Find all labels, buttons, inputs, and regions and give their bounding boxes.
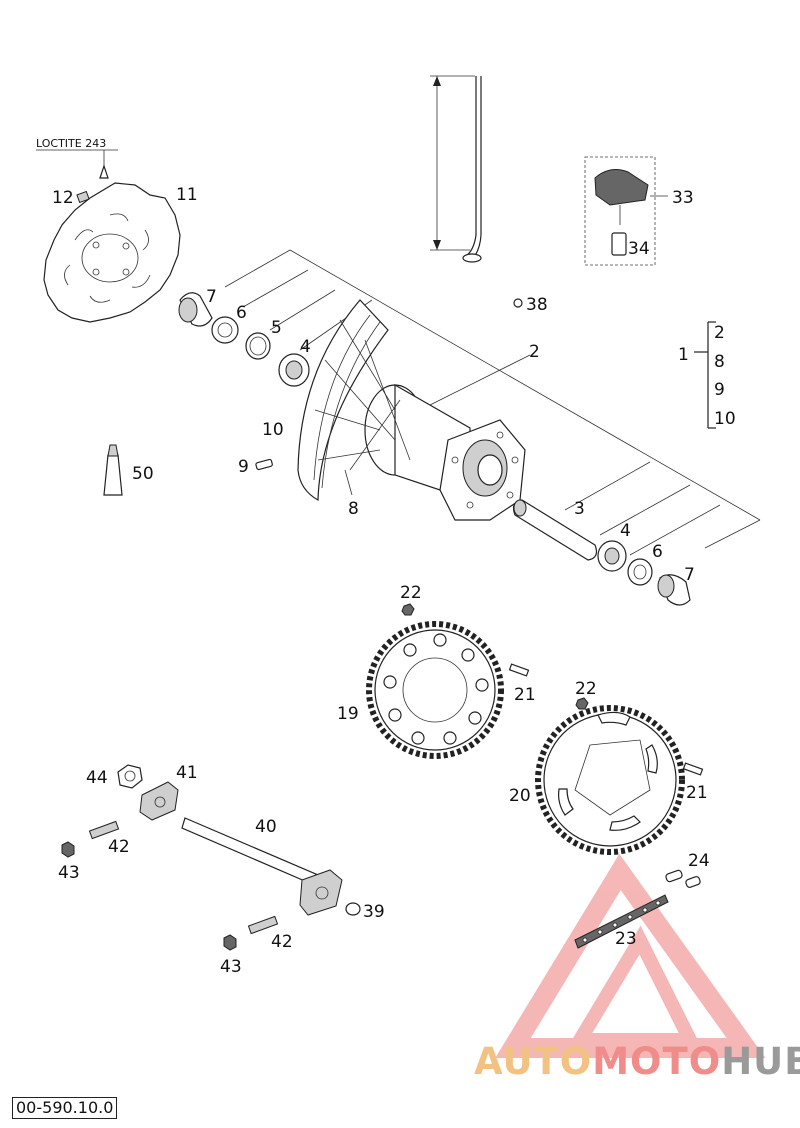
label-43-upper: 43 [58, 863, 80, 883]
rim-lock-50 [103, 444, 123, 496]
adjuster-screw-42-lower [247, 915, 279, 935]
loctite-note [36, 149, 118, 179]
nut-43-upper [61, 841, 75, 858]
shaft-seal-6-right [627, 558, 653, 586]
circlip-5 [245, 332, 271, 360]
label-group-9: 9 [714, 380, 725, 400]
label-9: 9 [238, 457, 249, 477]
label-12: 12 [52, 188, 74, 208]
label-19: 19 [337, 704, 359, 724]
spacer-39 [345, 902, 361, 916]
leader-8 [344, 469, 353, 496]
document-code: 00-590.10.0 [12, 1097, 118, 1119]
valve-box [584, 156, 668, 266]
sprocket-19 [366, 621, 504, 759]
leader-lines-lower [564, 461, 721, 556]
nut-22-lower [575, 697, 589, 710]
sprocket-20 [535, 705, 685, 855]
distance-tube-3 [512, 499, 598, 561]
wheel-spindle-40 [181, 817, 343, 916]
chain-link-24 [665, 869, 701, 888]
label-38: 38 [526, 295, 548, 315]
watermark-logo [495, 853, 766, 1058]
label-44: 44 [86, 768, 108, 788]
spoke-nipple-9 [255, 458, 273, 471]
label-50: 50 [132, 464, 154, 484]
brand-auto: AUTO [474, 1040, 593, 1083]
label-41: 41 [176, 763, 198, 783]
label-24: 24 [688, 851, 710, 871]
ball-bearing-4-left [278, 353, 310, 387]
label-23: 23 [615, 929, 637, 949]
adjuster-screw-42-upper [88, 820, 120, 840]
wheel-hub [314, 319, 526, 521]
brand-hub: HUB [721, 1040, 800, 1083]
label-4-left: 4 [300, 337, 311, 357]
brand-moto: MOTO [592, 1040, 722, 1083]
watermark-brand-text: AUTOMOTOHUB [474, 1040, 800, 1083]
label-20: 20 [509, 786, 531, 806]
label-group-8: 8 [714, 352, 725, 372]
label-34: 34 [628, 239, 650, 259]
label-33: 33 [672, 188, 694, 208]
label-3: 3 [574, 499, 585, 519]
chain-adjuster-41 [139, 781, 179, 821]
label-21-lower: 21 [686, 783, 708, 803]
screw-21-upper [508, 663, 530, 677]
distance-bushing-7-right [657, 574, 691, 606]
wheel-rim [297, 299, 389, 502]
screw-21-lower [682, 762, 704, 776]
label-group-1: 1 [678, 345, 689, 365]
label-43-lower: 43 [220, 957, 242, 977]
label-5: 5 [271, 318, 282, 338]
label-6-left: 6 [236, 303, 247, 323]
label-39: 39 [363, 902, 385, 922]
chain-23 [574, 894, 669, 949]
label-42-upper: 42 [108, 837, 130, 857]
label-6-right: 6 [652, 542, 663, 562]
plug-38 [513, 298, 523, 308]
axle-nut-44 [117, 764, 143, 789]
label-10: 10 [262, 420, 284, 440]
distance-bushing-7-left [178, 292, 213, 327]
label-11: 11 [176, 185, 198, 205]
label-40: 40 [255, 817, 277, 837]
label-8: 8 [348, 499, 359, 519]
loctite-label: LOCTITE 243 [36, 137, 106, 150]
label-2: 2 [529, 342, 540, 362]
label-22-upper: 22 [400, 583, 422, 603]
ball-bearing-4-right [597, 540, 627, 572]
group-bracket [694, 321, 716, 429]
label-21-upper: 21 [514, 685, 536, 705]
screw-12 [76, 190, 90, 204]
label-7-right: 7 [684, 565, 695, 585]
shaft-seal-6-left [211, 316, 239, 344]
label-4-right: 4 [620, 521, 631, 541]
nut-22-upper [401, 603, 415, 616]
leader-2 [429, 354, 531, 406]
label-group-2: 2 [714, 323, 725, 343]
label-7-left: 7 [206, 287, 217, 307]
nut-43-lower [223, 934, 237, 951]
brake-disc [43, 182, 181, 323]
label-42-lower: 42 [271, 932, 293, 952]
label-22-lower: 22 [575, 679, 597, 699]
label-group-10: 10 [714, 409, 736, 429]
spoke-drawing [430, 75, 482, 263]
